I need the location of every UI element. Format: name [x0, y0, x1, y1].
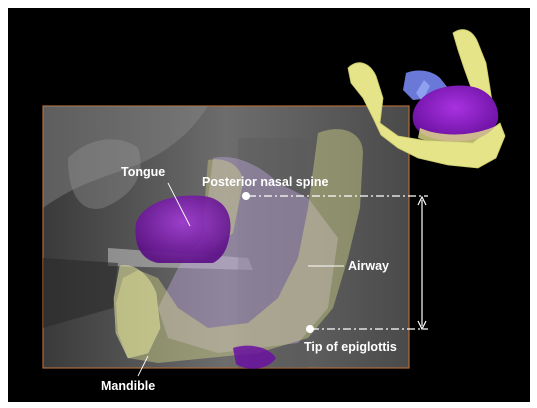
pns-marker [242, 192, 250, 200]
label-mandible: Mandible [101, 380, 155, 393]
label-tongue: Tongue [121, 166, 165, 179]
label-tip-of-epiglottis: Tip of epiglottis [304, 341, 397, 354]
epiglottis-marker [306, 325, 314, 333]
figure-canvas: Tongue Posterior nasal spine Airway Tip … [8, 8, 530, 402]
figure-graphics [8, 8, 530, 402]
label-posterior-nasal-spine: Posterior nasal spine [202, 176, 328, 189]
label-airway: Airway [348, 260, 389, 273]
